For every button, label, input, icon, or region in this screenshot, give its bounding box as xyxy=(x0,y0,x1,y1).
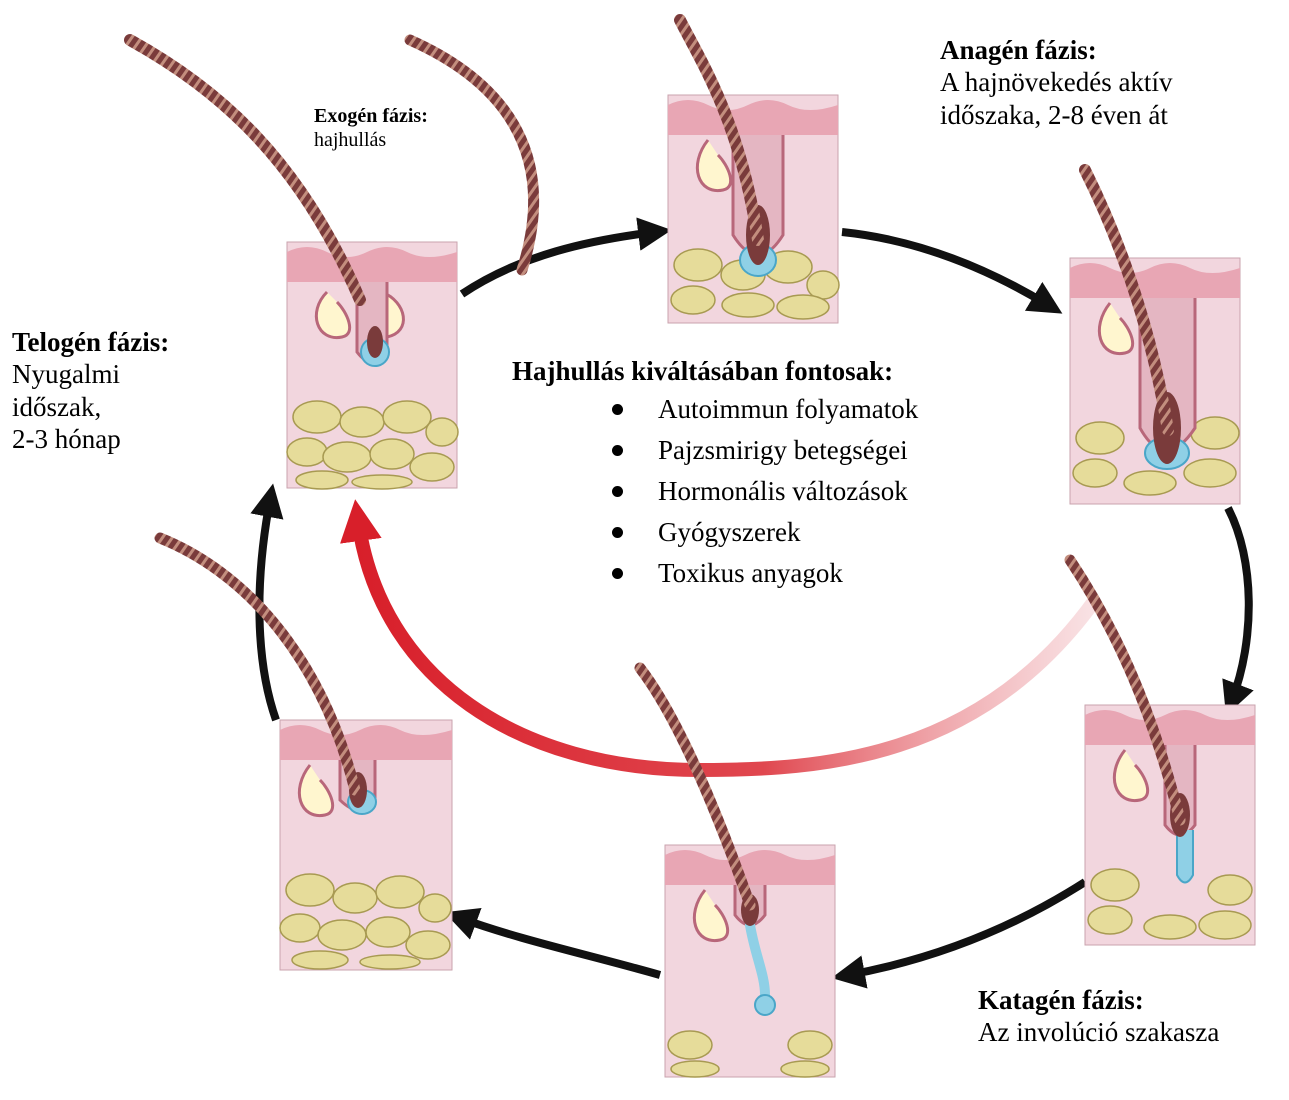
trigger-text: Autoimmun folyamatok xyxy=(658,394,919,424)
trigger-text: Toxikus anyagok xyxy=(658,558,843,588)
katagen-description: Az involúció szakasza xyxy=(978,1017,1220,1048)
katagen-title: Katagén fázis: xyxy=(978,985,1144,1015)
bullet-icon xyxy=(612,568,623,579)
list-item: Pajzsmirigy betegségei xyxy=(612,430,918,471)
follicle-illustration-katagen xyxy=(1084,704,1256,946)
bullet-icon xyxy=(612,486,623,497)
bullet-icon xyxy=(612,445,623,456)
telogen-label: Telogén fázis: Nyugalmi időszak, 2-3 hón… xyxy=(12,326,169,456)
cycle-arrow-katagen-to-bottom xyxy=(831,878,1088,989)
follicle-illustration-katagen-late xyxy=(664,844,836,1078)
cycle-arrow-bottom-to-left xyxy=(444,908,662,979)
exogen-label: Exogén fázis: hajhullás xyxy=(314,104,428,152)
list-item: Gyógyszerek xyxy=(612,512,918,553)
katagen-label: Katagén fázis: Az involúció szakasza xyxy=(978,984,1219,1049)
follicle-illustration-exogen xyxy=(286,241,459,490)
bullet-icon xyxy=(612,404,623,415)
trigger-text: Hormonális változások xyxy=(658,476,908,506)
cycle-arrow-right-down xyxy=(1222,506,1254,716)
hair-shaft-telogen xyxy=(154,532,361,796)
anagen-title: Anagén fázis: xyxy=(940,35,1097,65)
cycle-arrow-left-up xyxy=(250,483,284,722)
triggers-heading: Hajhullás kiváltásában fontosak: xyxy=(512,356,894,386)
list-item: Toxikus anyagok xyxy=(612,553,918,594)
follicle-illustration-telogen xyxy=(279,719,453,971)
telogen-title: Telogén fázis: xyxy=(12,327,170,357)
exogen-label-bg xyxy=(305,80,495,190)
bullet-icon xyxy=(612,527,623,538)
hair-shaft-katagen-late xyxy=(634,662,756,911)
telogen-description: Nyugalmi időszak, 2-3 hónap xyxy=(12,359,121,455)
triggers-list: Autoimmun folyamatok Pajzsmirigy betegsé… xyxy=(512,389,918,594)
list-item: Hormonális változások xyxy=(612,471,918,512)
hair-shaft-exogen-loose xyxy=(404,34,540,276)
trigger-text: Pajzsmirigy betegségei xyxy=(658,435,908,465)
list-item: Autoimmun folyamatok xyxy=(612,389,918,430)
cycle-arrow-anagen-right xyxy=(841,228,1063,314)
anagen-description: A hajnövekedés aktív időszaka, 2-8 éven … xyxy=(940,67,1173,130)
hair-loss-triggers: Hajhullás kiváltásában fontosak: Autoimm… xyxy=(512,356,918,594)
hair-shaft-anagen-early xyxy=(674,14,764,246)
trigger-text: Gyógyszerek xyxy=(658,517,801,547)
hair-shaft-exogen xyxy=(124,34,366,306)
hair-shaft-anagen-full xyxy=(1079,164,1174,436)
cycle-arrow-exogen-to-anagen xyxy=(459,217,672,298)
hair-shaft-katagen xyxy=(1064,554,1186,826)
exogen-title: Exogén fázis: xyxy=(314,105,428,127)
exogen-description: hajhullás xyxy=(314,129,387,151)
anagen-label: Anagén fázis: A hajnövekedés aktív idősz… xyxy=(940,34,1172,131)
